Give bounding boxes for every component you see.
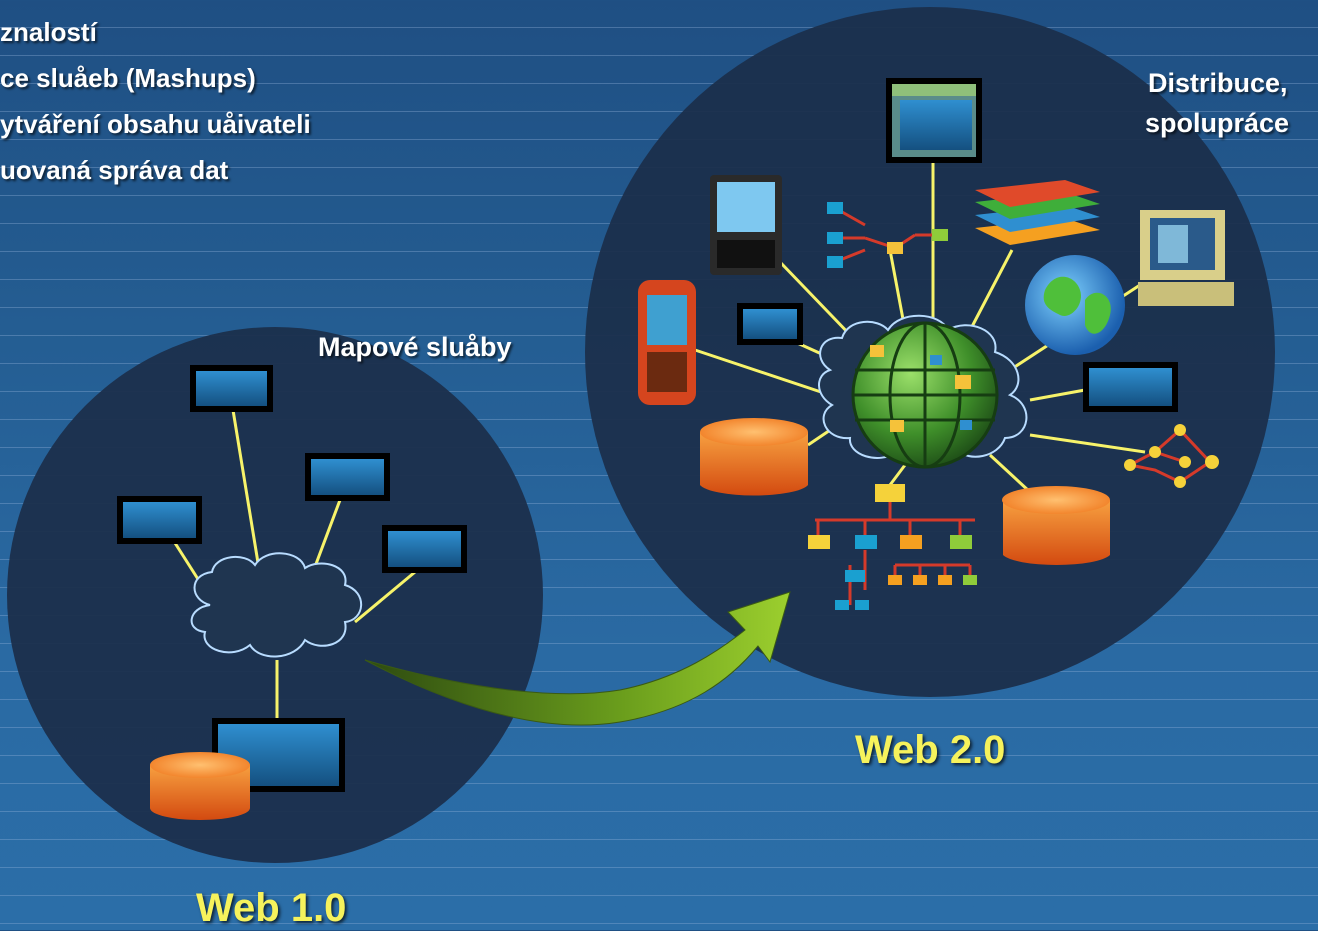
browser-window-icon [886,78,982,163]
handheld-device-icon [710,175,782,275]
terminal-icon [1083,362,1178,412]
database-icon [700,418,808,496]
terminal-icon [117,496,202,544]
network-graph-icon [827,202,948,268]
database-icon [1002,486,1110,565]
terminal-icon [382,525,467,573]
bullet-item: ce sluåeb (Mashups) [0,63,256,93]
terminal-icon [305,453,390,501]
bullet-item: uovaná správa dat [0,155,229,185]
database-icon [150,752,250,820]
layers-map-icon [975,180,1100,245]
globe-icon [851,321,999,469]
distribution-label-line2: spolupráce [1145,108,1290,138]
bullet-item: ytváření obsahu uåivateli [0,109,311,139]
mobile-phone-icon [638,280,696,405]
globe-icon [1025,255,1125,355]
distribution-label-line1: Distribuce, [1148,68,1288,98]
arrow-icon [364,591,791,726]
network-graph-icon [1124,424,1219,488]
desktop-computer-icon [1138,210,1234,306]
org-chart-icon [808,484,977,610]
map-services-label: Mapové sluåby [318,332,512,362]
terminal-icon [190,365,273,412]
web2-title: Web 2.0 [855,728,1006,772]
bullet-item: znalostí [0,17,97,47]
web1-title: Web 1.0 [196,886,347,930]
terminal-icon [737,303,803,345]
cloud-icon [190,552,363,658]
